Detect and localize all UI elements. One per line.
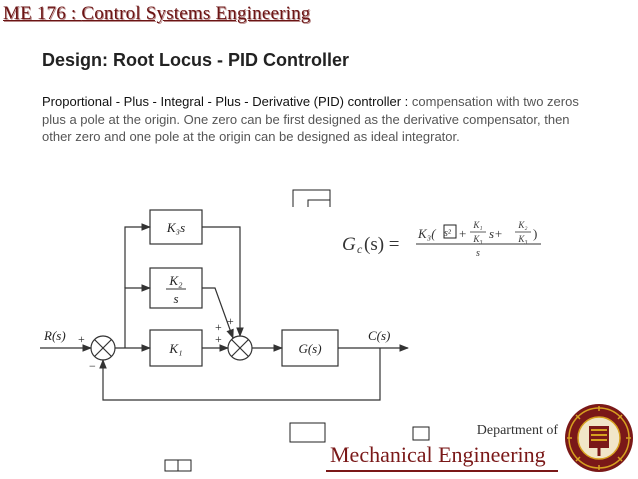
outline-box <box>443 224 457 239</box>
department-underline <box>326 470 558 472</box>
sum2-low-sign: + <box>215 332 222 346</box>
formula-k3: K₃( <box>417 226 436 241</box>
k1-label: K₁ <box>168 341 182 356</box>
sum2-top-sign: + <box>227 314 234 328</box>
department-name: Mechanical Engineering <box>330 442 546 467</box>
k2-numerator: K₂ <box>168 273 183 288</box>
formula-frac2-den: K₃ <box>517 234 527 244</box>
outline-box <box>412 426 430 441</box>
outline-box <box>177 459 192 472</box>
formula-denominator: s <box>476 248 480 259</box>
k3s-label: K₃s <box>166 220 185 235</box>
course-code: ME 176 : <box>3 3 82 24</box>
formula-s-squared: s² <box>444 228 452 239</box>
outline-box <box>164 459 179 472</box>
body-rest: compensation with two zeros plus a pole … <box>42 94 579 144</box>
formula-frac2-num: K₂ <box>517 220 527 230</box>
sum1-plus-sign: + <box>78 332 85 346</box>
formula-close: ) <box>533 226 537 241</box>
formula-lhs-sub: c <box>357 242 363 256</box>
body-lead: Proportional - Plus - Integral - Plus - … <box>42 94 409 109</box>
slide-body: Proportional - Plus - Integral - Plus - … <box>42 93 602 146</box>
formula-frac1-num: K₁ <box>472 220 482 230</box>
university-seal-logo <box>565 404 633 472</box>
input-signal-label: R(s) <box>43 328 66 343</box>
k2-denominator: s <box>173 291 178 306</box>
formula-s-term: s+ <box>489 226 503 241</box>
department-of-label: Department of <box>476 423 558 438</box>
formula-lhs: G <box>342 234 356 255</box>
slide-title: Design: Root Locus - PID Controller <box>42 50 350 70</box>
sum1-minus-sign: − <box>89 359 96 373</box>
outline-box <box>307 199 330 207</box>
outline-box <box>292 189 331 207</box>
course-title: Control Systems Engineering <box>81 3 311 24</box>
formula-frac1-den: K₃ <box>472 234 482 244</box>
plant-label: G(s) <box>298 341 321 356</box>
sum2-mid-sign: + <box>215 320 222 334</box>
course-header: ME 176 : Control Systems Engineering <box>3 3 311 25</box>
outline-box <box>289 422 326 443</box>
formula-plus: + <box>459 226 466 241</box>
pid-transfer-function: G c (s) = K₃( s² + K₁ K₃ s+ K₂ K₃ ) s <box>342 220 541 259</box>
output-signal-label: C(s) <box>368 328 390 343</box>
formula-lhs-arg: (s) = <box>364 234 400 255</box>
